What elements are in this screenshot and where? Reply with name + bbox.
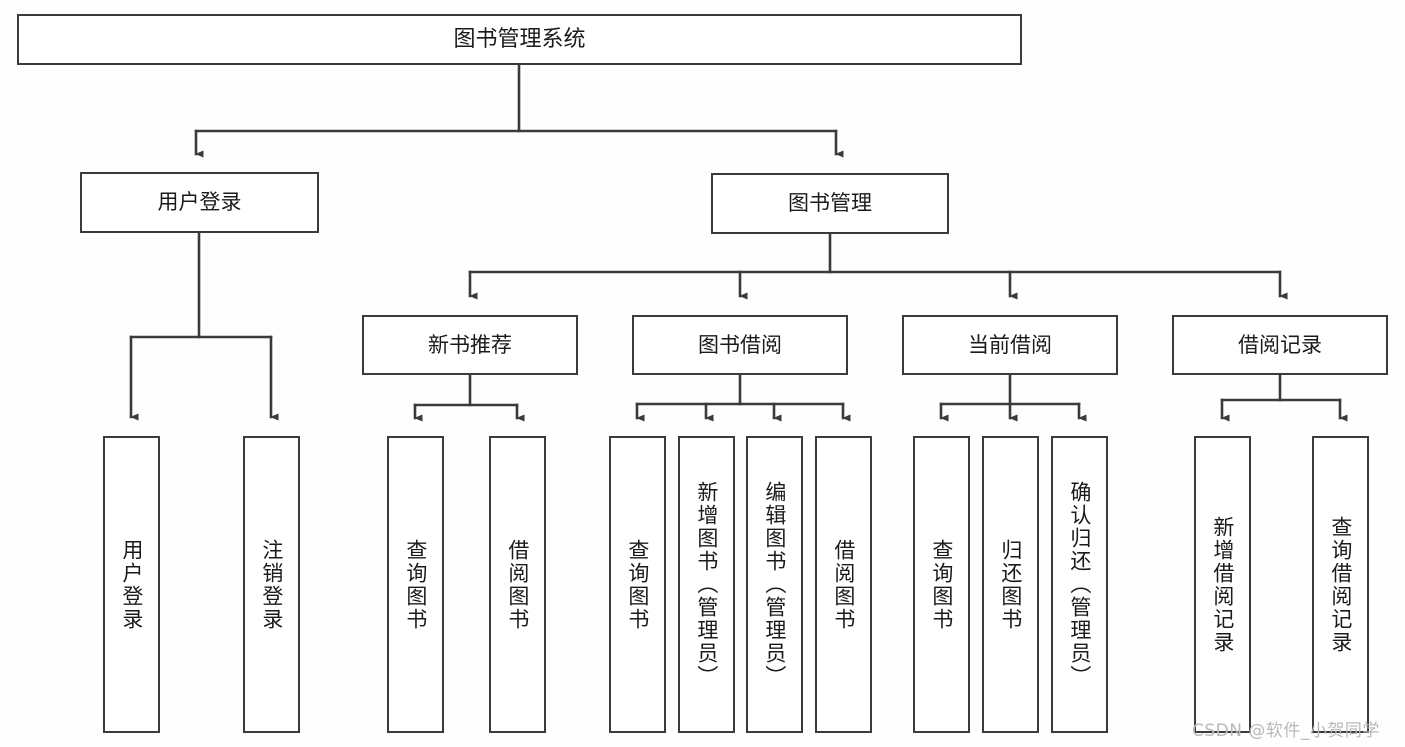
node-root-system[interactable]: 图书管理系统 (17, 14, 1022, 65)
leaf-new-book-query-label: 查询图书 (403, 538, 428, 631)
leaf-borrow-query-book[interactable]: 查询图书 (609, 436, 666, 733)
leaf-borrow-query-book-label: 查询图书 (625, 538, 650, 631)
node-borrow-record-label: 借阅记录 (1238, 332, 1322, 357)
leaf-user-login-signin-label: 用户登录 (119, 538, 144, 631)
leaf-record-add[interactable]: 新增借阅记录 (1194, 436, 1251, 733)
csdn-watermark: CSDN @软件_小贺同学 (1192, 721, 1380, 741)
leaf-current-return-book[interactable]: 归还图书 (982, 436, 1039, 733)
leaf-borrow-borrow-book[interactable]: 借阅图书 (815, 436, 872, 733)
leaf-current-query-book-label: 查询图书 (929, 538, 954, 631)
node-book-management[interactable]: 图书管理 (711, 173, 949, 234)
leaf-new-book-borrow[interactable]: 借阅图书 (489, 436, 546, 733)
leaf-borrow-add-book-label: 新增图书（管理员） (694, 481, 719, 688)
node-current-borrow[interactable]: 当前借阅 (902, 315, 1118, 375)
leaf-current-confirm-return[interactable]: 确认归还（管理员） (1051, 436, 1108, 733)
node-book-borrow-label: 图书借阅 (698, 332, 782, 357)
node-book-borrow[interactable]: 图书借阅 (632, 315, 848, 375)
leaf-user-login-signout-label: 注销登录 (259, 538, 284, 631)
leaf-current-confirm-return-label: 确认归还（管理员） (1067, 481, 1092, 688)
node-user-login-label: 用户登录 (157, 190, 242, 215)
leaf-current-query-book[interactable]: 查询图书 (913, 436, 970, 733)
leaf-current-return-book-label: 归还图书 (998, 538, 1023, 631)
leaf-new-book-query[interactable]: 查询图书 (387, 436, 444, 733)
leaf-borrow-borrow-book-label: 借阅图书 (831, 538, 856, 631)
leaf-record-add-label: 新增借阅记录 (1210, 515, 1235, 654)
node-book-management-label: 图书管理 (788, 191, 872, 216)
leaf-borrow-add-book[interactable]: 新增图书（管理员） (678, 436, 735, 733)
node-root-system-label: 图书管理系统 (453, 26, 586, 52)
leaf-borrow-edit-book[interactable]: 编辑图书（管理员） (746, 436, 803, 733)
node-current-borrow-label: 当前借阅 (968, 332, 1052, 357)
leaf-record-query[interactable]: 查询借阅记录 (1312, 436, 1369, 733)
leaf-user-login-signin[interactable]: 用户登录 (103, 436, 160, 733)
leaf-borrow-edit-book-label: 编辑图书（管理员） (762, 481, 787, 688)
node-new-book-recommend-label: 新书推荐 (428, 332, 512, 357)
leaf-new-book-borrow-label: 借阅图书 (505, 538, 530, 631)
leaf-user-login-signout[interactable]: 注销登录 (243, 436, 300, 733)
leaf-record-query-label: 查询借阅记录 (1328, 515, 1353, 654)
node-new-book-recommend[interactable]: 新书推荐 (362, 315, 578, 375)
node-user-login[interactable]: 用户登录 (80, 172, 319, 233)
node-borrow-record[interactable]: 借阅记录 (1172, 315, 1388, 375)
